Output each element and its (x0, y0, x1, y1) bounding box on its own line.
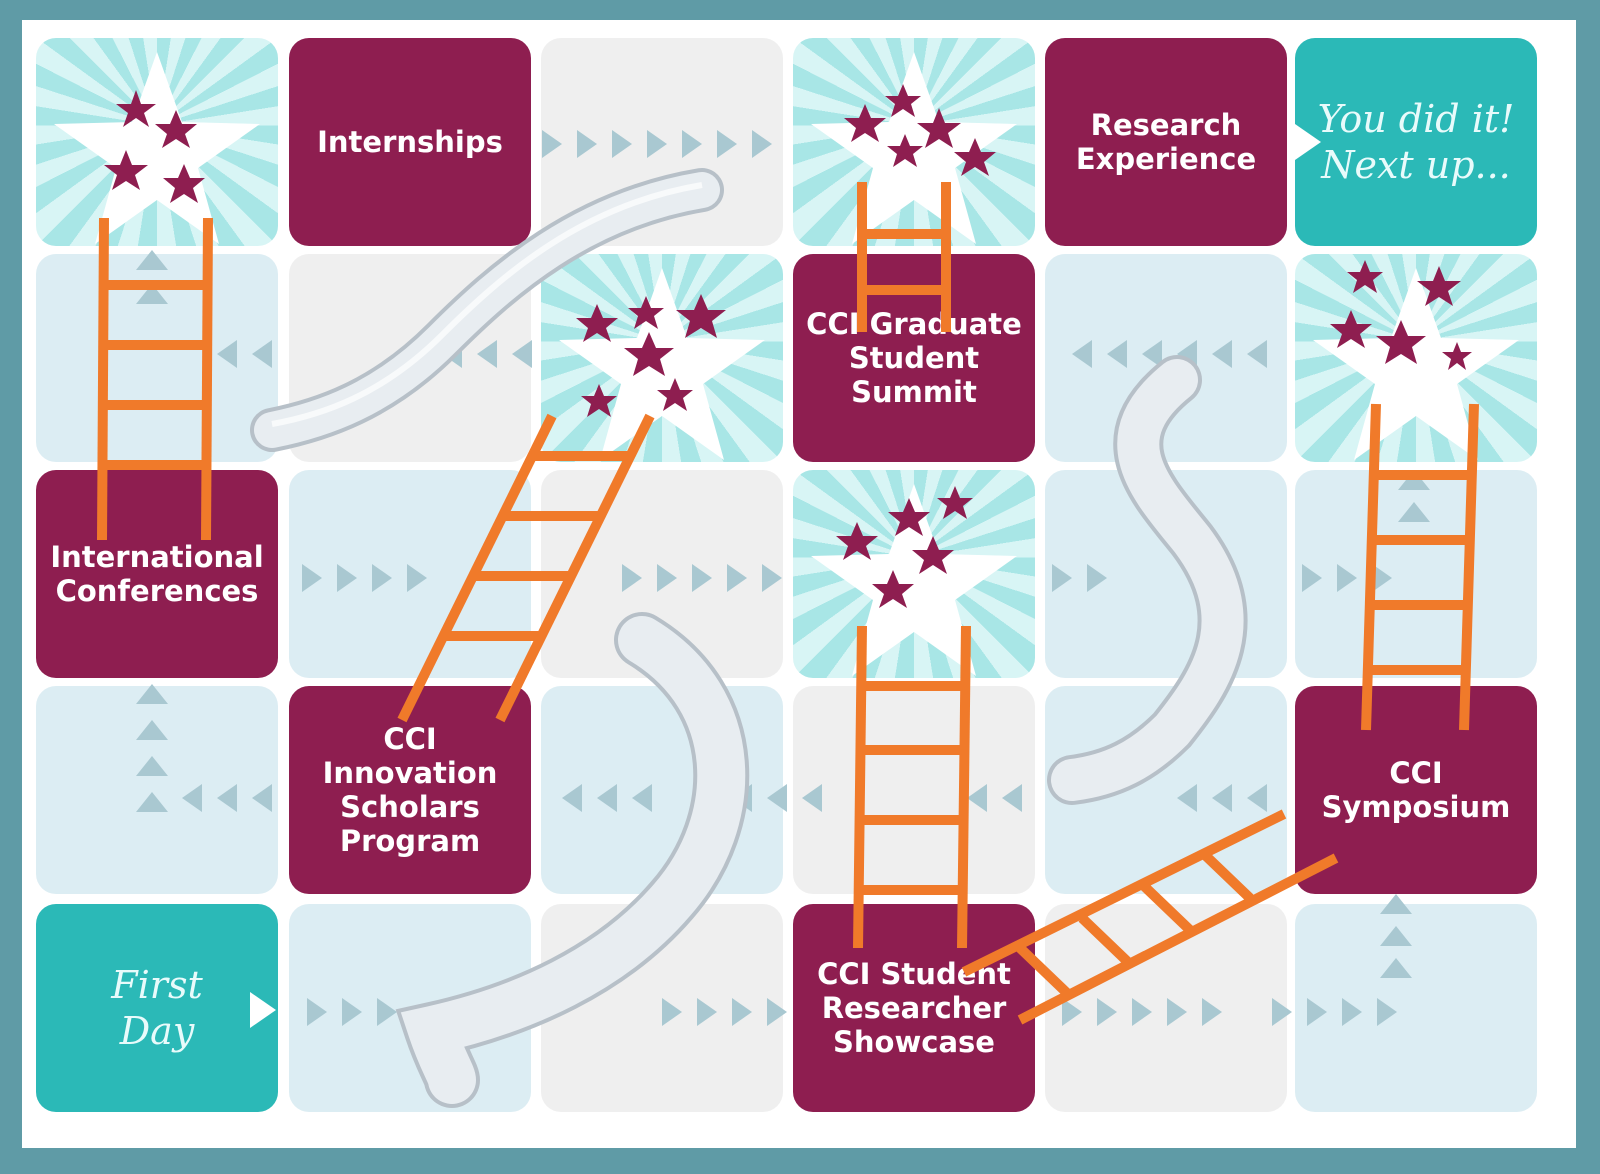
tile-label: CCI Symposium (1321, 756, 1511, 824)
board-tile[interactable] (289, 254, 531, 462)
tile-label: CCI Student Researcher Showcase (817, 957, 1011, 1059)
star-icon (559, 268, 765, 460)
tile-label: CCI Graduate Student Summit (806, 307, 1022, 409)
tile-label: Research Experience (1075, 108, 1257, 176)
start-pointer-icon (250, 992, 276, 1028)
star-icon (1313, 260, 1519, 460)
finish-label: You did it! Next up... (1317, 97, 1515, 187)
start-label: First Day (111, 963, 203, 1053)
star-tile[interactable] (793, 38, 1035, 246)
board-tile[interactable] (793, 686, 1035, 894)
board-tile-internships[interactable]: Internships (289, 38, 531, 246)
board-tile[interactable] (541, 686, 783, 894)
finish-pointer-icon (1295, 124, 1321, 160)
star-tile[interactable] (793, 470, 1035, 678)
board-tile-graduate-summit[interactable]: CCI Graduate Student Summit (793, 254, 1035, 462)
star-tile[interactable] (541, 254, 783, 462)
board-tile[interactable] (289, 470, 531, 678)
tile-label: International Conferences (50, 540, 264, 608)
board-tile[interactable] (541, 904, 783, 1112)
tile-label: CCI Innovation Scholars Program (322, 722, 498, 858)
board-tile-research-experience[interactable]: Research Experience (1045, 38, 1287, 246)
tile-label: Internships (317, 125, 503, 159)
board-tile[interactable] (1045, 686, 1287, 894)
board-tile[interactable] (1295, 470, 1537, 678)
star-icon (811, 484, 1017, 676)
board-tile[interactable] (289, 904, 531, 1112)
finish-tile[interactable]: You did it! Next up... (1295, 38, 1537, 246)
board-tile[interactable] (541, 470, 783, 678)
board-tile[interactable] (541, 38, 783, 246)
board-tile-international-conferences[interactable]: International Conferences (36, 470, 278, 678)
star-icon (54, 52, 260, 244)
star-icon (811, 52, 1017, 244)
game-board: Internships Research Experience You did … (22, 20, 1576, 1148)
board-tile[interactable] (36, 686, 278, 894)
start-tile[interactable]: First Day (36, 904, 278, 1112)
board-tile[interactable] (1045, 470, 1287, 678)
star-tile[interactable] (36, 38, 278, 246)
board-tile-symposium[interactable]: CCI Symposium (1295, 686, 1537, 894)
star-tile[interactable] (1295, 254, 1537, 462)
board-tile-innovation-scholars[interactable]: CCI Innovation Scholars Program (289, 686, 531, 894)
board-tile[interactable] (1295, 904, 1537, 1112)
board-tile[interactable] (36, 254, 278, 462)
board-tile-researcher-showcase[interactable]: CCI Student Researcher Showcase (793, 904, 1035, 1112)
board-tile[interactable] (1045, 254, 1287, 462)
board-tile[interactable] (1045, 904, 1287, 1112)
